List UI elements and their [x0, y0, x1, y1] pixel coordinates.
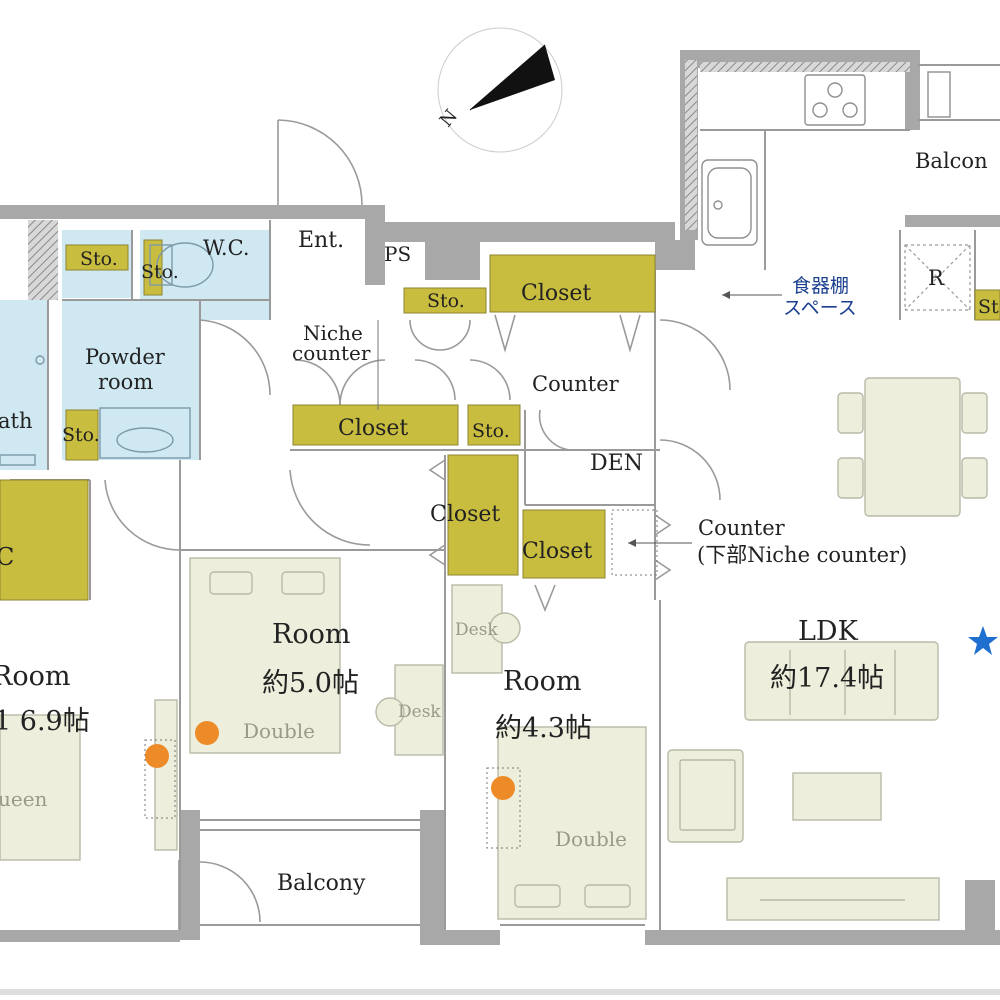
storage-blocks: [0, 239, 1000, 601]
label-room-mid-size: 約5.0帖: [262, 668, 359, 699]
label-bed-double-mid: Double: [243, 719, 315, 743]
label-closet-hall: Closet: [338, 416, 408, 441]
bathroom-fixtures: [0, 242, 214, 466]
label-ent: Ent.: [298, 228, 344, 253]
walls: [0, 50, 1000, 945]
label-balcony-top: Balcon: [915, 149, 988, 173]
label-refrigerator: R: [928, 266, 945, 290]
label-room-right: Room: [503, 666, 581, 697]
label-dish-1: 食器棚: [792, 275, 849, 297]
label-desk-mid: Desk: [398, 702, 441, 722]
dining-set: [837, 377, 988, 517]
bedroom-furniture: [0, 557, 647, 920]
living-furniture: [667, 641, 940, 921]
wall-hatch-left: [28, 220, 58, 300]
label-niche-1: Niche: [303, 321, 363, 345]
partitions: [10, 64, 1000, 930]
label-wc: W.C.: [203, 236, 250, 260]
label-wic: C: [0, 543, 14, 571]
label-ldk: LDK: [798, 616, 859, 647]
bath-floor: [0, 300, 48, 470]
label-sto-powder: Sto.: [62, 424, 100, 446]
label-bed-queen: ueen: [0, 787, 48, 811]
label-closet-small: Closet: [522, 539, 592, 564]
dashed-guides: [144, 509, 658, 849]
label-powder-2: room: [98, 370, 153, 394]
label-sto-right-edge: St: [978, 296, 999, 318]
label-balcony-bottom: Balcony: [277, 871, 366, 896]
label-sto-bath-top: Sto.: [80, 248, 118, 270]
label-powder-1: Powder: [85, 345, 166, 369]
label-closet-vertical: Closet: [430, 502, 500, 527]
label-room-left-size: 1 6.9帖: [0, 706, 90, 737]
star-marker: [968, 626, 998, 655]
furniture-labels: ueen Double Double Desk Desk: [0, 620, 627, 851]
outlet-markers: [145, 721, 515, 800]
kitchen-fixtures: [701, 71, 951, 246]
compass: N: [436, 27, 563, 153]
label-ps: PS: [384, 242, 411, 266]
label-room-mid: Room: [272, 619, 350, 650]
storage-labels: Sto. Sto. Sto. Sto. Sto. St Closet Close…: [62, 248, 999, 564]
label-counter-top: Counter: [532, 372, 620, 396]
label-niche-2: counter: [292, 341, 371, 365]
annotation-labels: Niche counter Counter Counter (下部Niche c…: [292, 275, 907, 567]
label-ldk-size: 約17.4帖: [770, 663, 884, 694]
folding-doors: [428, 314, 672, 613]
label-room-right-size: 約4.3帖: [495, 713, 592, 744]
label-counter-right-2: (下部Niche counter): [697, 543, 907, 567]
refrigerator-space: [904, 244, 971, 311]
room-labels: Ent. PS W.C. Powder room ath Balcon R DE…: [0, 149, 988, 896]
wall-hatch-top: [700, 62, 910, 72]
wall-hatch-kitchen: [685, 60, 697, 230]
counter-right-arrow-icon: [628, 539, 636, 547]
label-sto-mid: Sto.: [472, 420, 510, 442]
label-den: DEN: [590, 451, 643, 476]
label-desk-right: Desk: [455, 620, 498, 640]
doors: [104, 119, 731, 923]
label-closet-top: Closet: [521, 281, 591, 306]
label-room-left: Room: [0, 661, 70, 692]
dish-arrow-icon: [722, 291, 730, 299]
compass-arrow-icon: [470, 45, 555, 110]
label-counter-right-1: Counter: [698, 516, 786, 540]
label-dish-2: スペース: [783, 297, 857, 319]
label-sto-wc: Sto.: [141, 261, 179, 283]
label-bath: ath: [0, 409, 32, 433]
label-bed-double-right: Double: [555, 827, 627, 851]
label-sto-hall: Sto.: [427, 290, 465, 312]
